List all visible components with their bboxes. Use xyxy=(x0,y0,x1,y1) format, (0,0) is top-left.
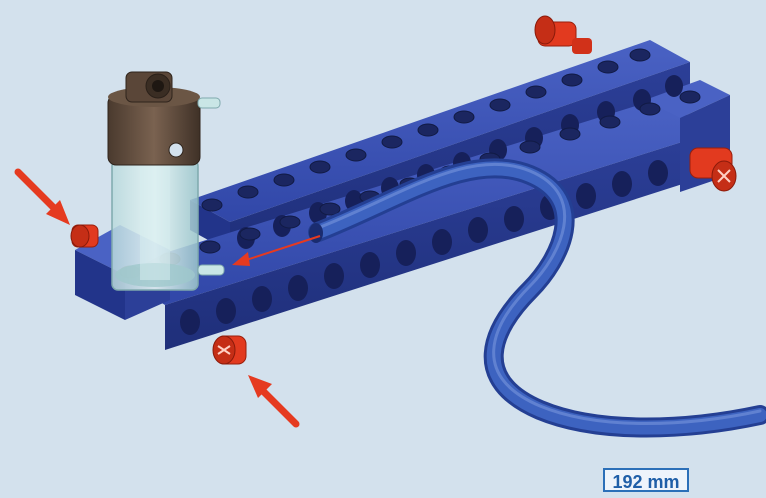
arrow-front-pin xyxy=(248,375,296,424)
connector-pin-back xyxy=(535,16,592,54)
connector-pin-left xyxy=(71,225,98,247)
tube-length-label: 192 mm xyxy=(603,468,689,492)
arrow-left-pin xyxy=(18,172,70,225)
connector-pin-front xyxy=(213,336,246,364)
